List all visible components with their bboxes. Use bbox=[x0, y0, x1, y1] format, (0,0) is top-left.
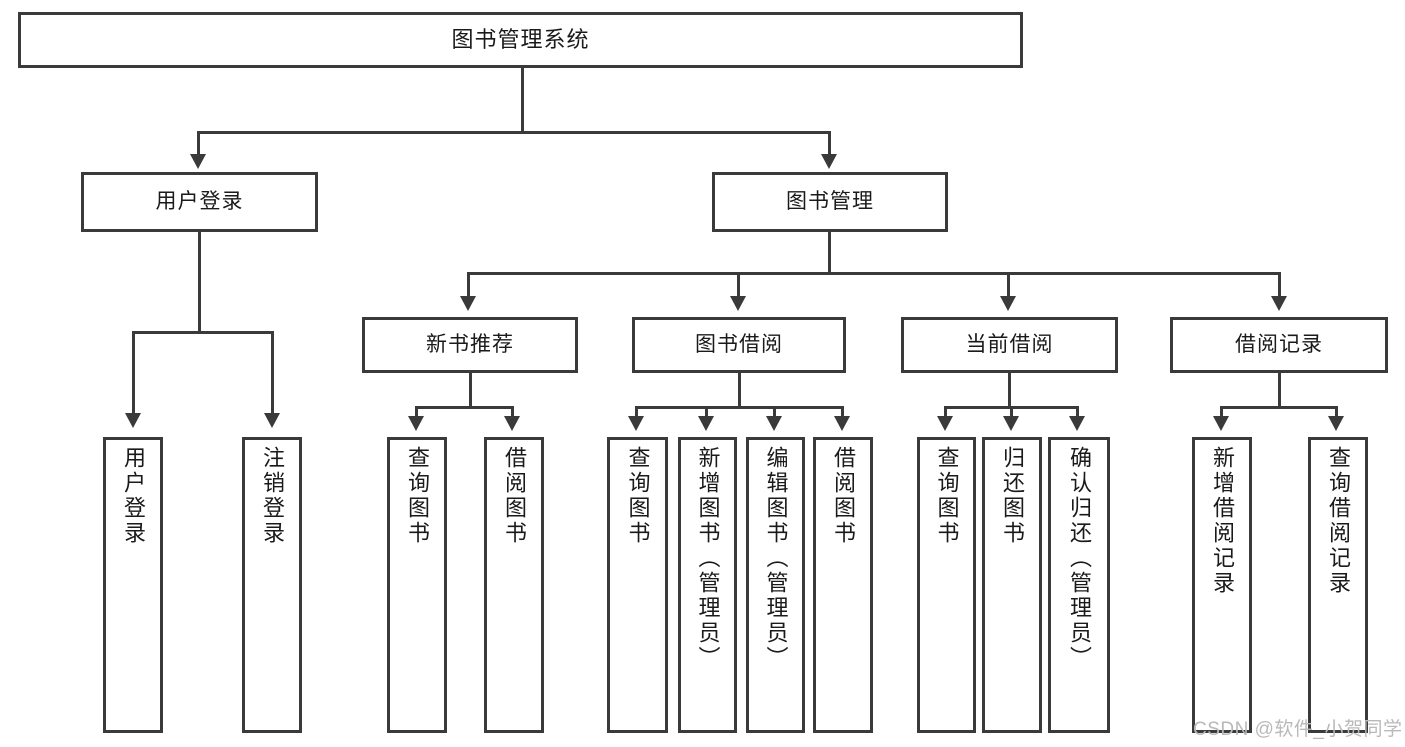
arrow-curborrow-c1 bbox=[937, 416, 953, 431]
arrow-user-login-left bbox=[125, 413, 141, 428]
connector-curborrow-c3 bbox=[1076, 406, 1079, 418]
connector-newbook-right bbox=[511, 406, 514, 418]
node-book-borrow[interactable]: 图书借阅 bbox=[632, 317, 846, 373]
connector-book-manage-bar bbox=[467, 272, 1281, 275]
node-label: 注销登录 bbox=[260, 446, 285, 546]
arrow-borrowrec-right bbox=[1328, 416, 1344, 431]
node-label: 图书管理 bbox=[786, 189, 874, 213]
connector-book-manage-stem bbox=[828, 232, 831, 274]
arrow-bookborrow-c2 bbox=[698, 416, 714, 431]
connector-root-to-user-login bbox=[197, 131, 200, 156]
arrow-user-login-right bbox=[264, 413, 280, 428]
node-label: 图书借阅 bbox=[695, 332, 783, 356]
connector-borrowrec-stem bbox=[1278, 373, 1281, 409]
arrow-borrowrec-left bbox=[1213, 416, 1229, 431]
leaf-query-book-current[interactable]: 查询图书 bbox=[917, 437, 976, 733]
connector-user-login-bar bbox=[132, 331, 273, 334]
connector-bookborrow-c4 bbox=[841, 406, 844, 418]
arrow-newbook-left bbox=[408, 416, 424, 431]
connector-book-manage-c1 bbox=[467, 272, 470, 298]
node-label: 借阅图书 bbox=[502, 446, 527, 546]
leaf-query-book-borrow[interactable]: 查询图书 bbox=[607, 437, 668, 733]
arrow-curborrow-c3 bbox=[1069, 416, 1085, 431]
node-label: 用户登录 bbox=[121, 446, 146, 546]
node-label: 用户登录 bbox=[155, 189, 244, 213]
leaf-add-book[interactable]: 新增图书（管理员） bbox=[678, 437, 737, 733]
connector-borrowrec-bar bbox=[1220, 406, 1338, 409]
node-user-login[interactable]: 用户登录 bbox=[81, 172, 318, 232]
connector-curborrow-stem bbox=[1008, 373, 1011, 409]
leaf-borrow-book-recommend[interactable]: 借阅图书 bbox=[484, 437, 544, 733]
connector-root-bar bbox=[197, 131, 831, 134]
node-current-borrow[interactable]: 当前借阅 bbox=[901, 317, 1118, 373]
node-label: 新增图书（管理员） bbox=[695, 446, 721, 671]
node-label: 编辑图书（管理员） bbox=[763, 446, 789, 671]
leaf-user-login[interactable]: 用户登录 bbox=[103, 437, 163, 733]
connector-newbook-bar bbox=[415, 406, 514, 409]
connector-curborrow-c2 bbox=[1010, 406, 1013, 418]
node-label: 查询借阅记录 bbox=[1326, 446, 1351, 596]
arrow-book-manage-c1 bbox=[460, 296, 476, 311]
node-new-book-recommend[interactable]: 新书推荐 bbox=[362, 317, 578, 373]
arrow-book-manage-c4 bbox=[1271, 296, 1287, 311]
arrow-bookborrow-c4 bbox=[834, 416, 850, 431]
node-label: 新书推荐 bbox=[426, 332, 514, 356]
leaf-query-book-recommend[interactable]: 查询图书 bbox=[387, 437, 447, 733]
connector-root-to-book-manage bbox=[828, 131, 831, 156]
arrow-bookborrow-c3 bbox=[766, 416, 782, 431]
node-label: 归还图书 bbox=[1000, 446, 1025, 546]
connector-bookborrow-c2 bbox=[705, 406, 708, 418]
node-label: 借阅图书 bbox=[831, 446, 856, 546]
node-label: 确认归还（管理员） bbox=[1067, 446, 1092, 671]
node-label: 查询图书 bbox=[625, 446, 651, 546]
csdn-watermark: CSDN @软件_小贺同学 bbox=[1193, 719, 1403, 740]
connector-bookborrow-stem bbox=[738, 373, 741, 409]
connector-root-stem bbox=[521, 68, 524, 133]
connector-borrowrec-right bbox=[1335, 406, 1338, 418]
connector-user-login-stem bbox=[198, 232, 201, 333]
connector-user-login-left bbox=[132, 331, 135, 415]
leaf-query-borrow-record[interactable]: 查询借阅记录 bbox=[1308, 437, 1368, 733]
arrow-root-to-user-login bbox=[190, 154, 206, 169]
arrow-root-to-book-manage bbox=[821, 154, 837, 169]
connector-book-manage-c3 bbox=[1007, 272, 1010, 298]
node-label: 借阅记录 bbox=[1235, 332, 1323, 356]
node-borrow-record[interactable]: 借阅记录 bbox=[1170, 317, 1388, 373]
node-root-book-management-system[interactable]: 图书管理系统 bbox=[18, 12, 1023, 68]
node-label: 图书管理系统 bbox=[451, 27, 590, 53]
leaf-logout-login[interactable]: 注销登录 bbox=[242, 437, 302, 733]
connector-user-login-right bbox=[271, 331, 274, 415]
connector-curborrow-c1 bbox=[944, 406, 947, 418]
leaf-borrow-book[interactable]: 借阅图书 bbox=[813, 437, 873, 733]
leaf-add-borrow-record[interactable]: 新增借阅记录 bbox=[1192, 437, 1252, 733]
arrow-book-manage-c2 bbox=[730, 296, 746, 311]
connector-bookborrow-c1 bbox=[635, 406, 638, 418]
node-label: 查询图书 bbox=[934, 446, 960, 546]
node-label: 新增借阅记录 bbox=[1210, 446, 1235, 596]
connector-bookborrow-bar bbox=[635, 406, 844, 409]
connector-book-manage-c4 bbox=[1278, 272, 1281, 298]
node-book-management[interactable]: 图书管理 bbox=[712, 172, 948, 232]
arrow-newbook-right bbox=[504, 416, 520, 431]
arrow-curborrow-c2 bbox=[1003, 416, 1019, 431]
leaf-confirm-return[interactable]: 确认归还（管理员） bbox=[1048, 437, 1110, 733]
arrow-book-manage-c3 bbox=[1000, 296, 1016, 311]
arrow-bookborrow-c1 bbox=[628, 416, 644, 431]
leaf-return-book[interactable]: 归还图书 bbox=[982, 437, 1042, 733]
node-label: 查询图书 bbox=[405, 446, 430, 546]
leaf-edit-book[interactable]: 编辑图书（管理员） bbox=[746, 437, 805, 733]
connector-borrowrec-left bbox=[1220, 406, 1223, 418]
node-label: 当前借阅 bbox=[965, 332, 1054, 356]
connector-newbook-stem bbox=[469, 373, 472, 409]
connector-book-manage-c2 bbox=[737, 272, 740, 298]
connector-bookborrow-c3 bbox=[773, 406, 776, 418]
connector-newbook-left bbox=[415, 406, 418, 418]
